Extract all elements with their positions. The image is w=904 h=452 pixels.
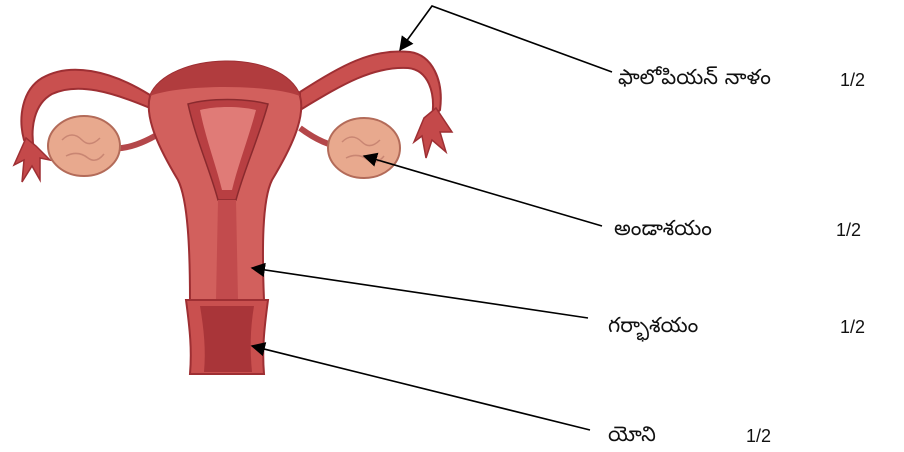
fallopian-tube-score: 1/2: [840, 71, 865, 89]
right-fallopian-tube: [300, 51, 441, 118]
uterus-score: 1/2: [840, 318, 865, 336]
fallopian-tube-label: ఫాలోపియన్ నాళం: [618, 67, 771, 88]
uterus-pointer: [252, 268, 588, 318]
uterus-illustration: [14, 51, 452, 374]
left-fimbriae: [14, 138, 50, 182]
vagina-score: 1/2: [746, 427, 771, 445]
uterus-label: గర్భాశయం: [608, 315, 698, 336]
left-ovary: [48, 116, 120, 176]
cervical-canal: [216, 200, 238, 300]
ovary-label: అండాశయం: [614, 218, 712, 239]
right-fimbriae: [414, 108, 452, 158]
ovary-score: 1/2: [836, 221, 861, 239]
ovary-pointer: [364, 156, 602, 226]
right-ovary: [328, 118, 400, 178]
vagina-pointer: [252, 346, 590, 430]
vagina-label: యోని: [608, 424, 656, 445]
fallopian-pointer: [400, 6, 612, 72]
